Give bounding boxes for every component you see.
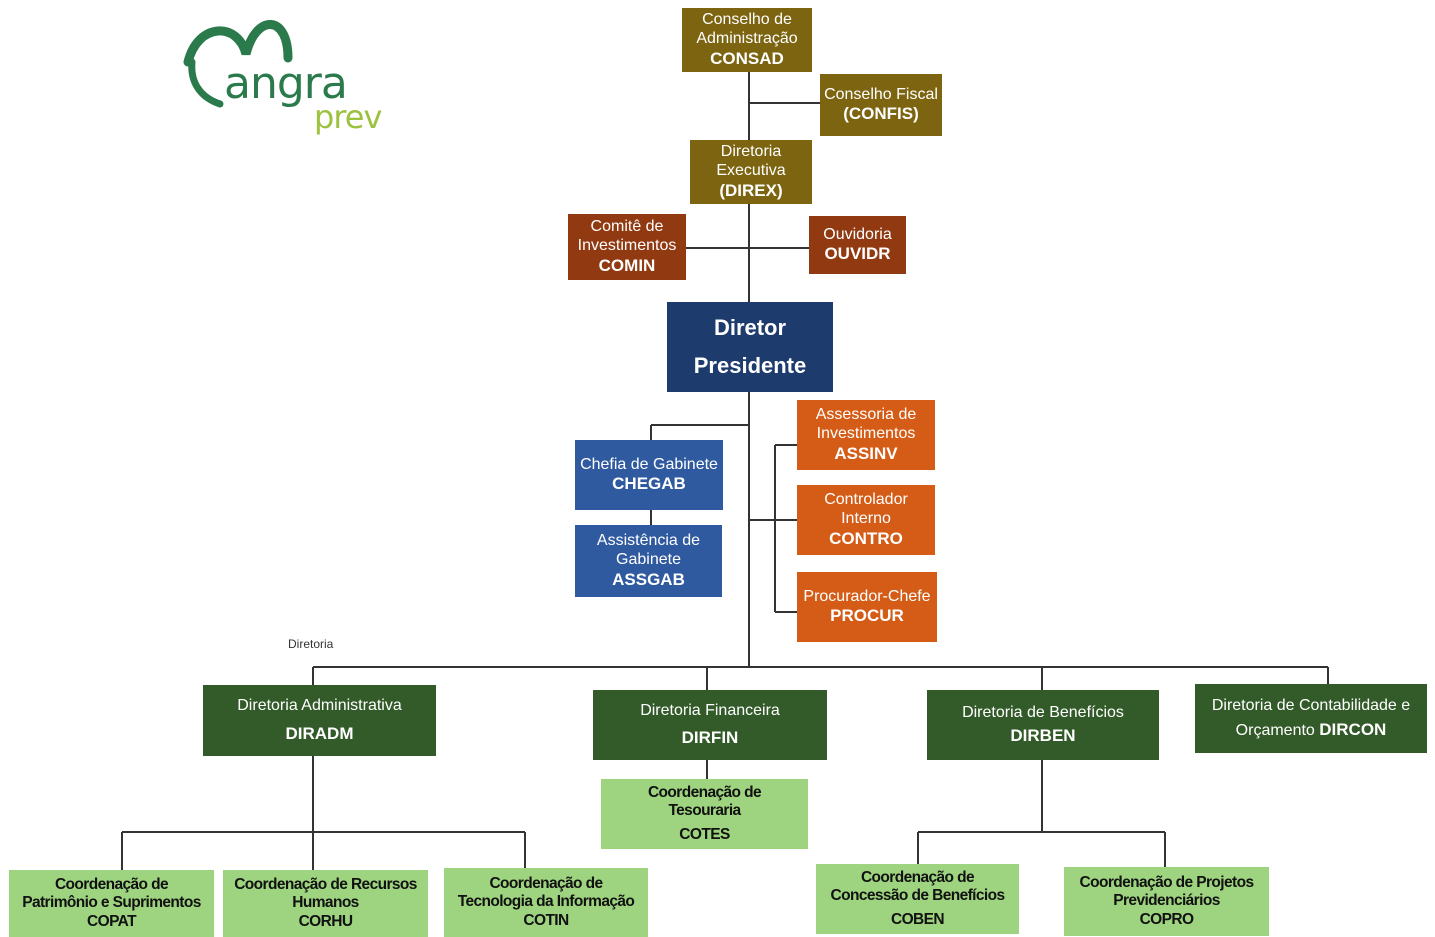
box-assinv-line1: Assessoria de xyxy=(815,406,917,424)
logo-arc xyxy=(183,20,293,67)
box-direx: Diretoria Executiva (DIREX) xyxy=(690,140,812,204)
box-diradm-line1: Diretoria Administrativa xyxy=(237,697,402,715)
box-coben-code: COBEN xyxy=(891,911,945,929)
box-confis-code: (CONFIS) xyxy=(843,104,919,124)
box-contro-line1: Controlador xyxy=(824,491,908,509)
box-diretor-presidente: Diretor Presidente xyxy=(667,302,833,392)
box-corhu: Coordenação de Recursos Humanos CORHU xyxy=(223,870,428,937)
box-dirben: Diretoria de Benefícios DIRBEN xyxy=(927,690,1159,760)
box-cotes-line1: Coordenação de xyxy=(647,783,762,801)
box-comin: Comitê de Investimentos COMIN xyxy=(568,214,686,280)
box-assgab-line2: Gabinete xyxy=(616,550,681,568)
box-copat-line1: Coordenação de xyxy=(54,876,169,894)
box-cotin: Coordenação de Tecnologia da Informação … xyxy=(444,868,648,937)
box-diradm: Diretoria Administrativa DIRADM xyxy=(203,685,436,756)
box-consad-line2: Administração xyxy=(696,29,798,47)
section-label-diretoria: Diretoria xyxy=(288,637,334,651)
box-copro-line1: Coordenação de Projetos xyxy=(1079,874,1255,892)
box-ouvidr-code: OUVIDR xyxy=(824,244,891,264)
box-procur: Procurador-Chefe PROCUR xyxy=(797,572,937,642)
box-copro: Coordenação de Projetos Previdenciários … xyxy=(1064,867,1269,936)
box-diradm-code: DIRADM xyxy=(285,723,354,743)
box-copat-line2: Patrimônio e Suprimentos xyxy=(22,894,201,912)
box-consad-code: CONSAD xyxy=(710,48,784,68)
box-dirfin-line1: Diretoria Financeira xyxy=(640,701,780,719)
box-contro-line2: Interno xyxy=(841,509,891,527)
box-assgab-code: ASSGAB xyxy=(612,569,685,589)
box-procur-code: PROCUR xyxy=(830,606,904,626)
box-presidente-line1: Diretor xyxy=(713,314,787,340)
box-copat: Coordenação de Patrimônio e Suprimentos … xyxy=(9,870,214,937)
box-coben: Coordenação de Concessão de Benefícios C… xyxy=(816,864,1019,934)
box-chegab: Chefia de Gabinete CHEGAB xyxy=(575,440,723,510)
box-dircon-line2-row: Orçamento DIRCON xyxy=(1236,720,1387,741)
box-presidente-line2: Presidente xyxy=(693,353,807,378)
box-cotes: Coordenação de Tesouraria COTES xyxy=(601,779,808,849)
logo-arc-left xyxy=(188,58,224,108)
box-confis-line1: Conselho Fiscal xyxy=(824,85,938,103)
box-dircon-code: DIRCON xyxy=(1319,719,1387,739)
box-comin-line1: Comitê de xyxy=(590,218,664,236)
box-consad: Conselho de Administração CONSAD xyxy=(682,8,812,72)
box-corhu-line2: Humanos xyxy=(292,894,359,912)
box-assinv: Assessoria de Investimentos ASSINV xyxy=(797,400,935,470)
box-assgab: Assistência de Gabinete ASSGAB xyxy=(575,525,722,597)
box-dirfin-code: DIRFIN xyxy=(681,728,739,748)
box-chegab-line1: Chefia de Gabinete xyxy=(580,455,718,473)
box-chegab-code: CHEGAB xyxy=(612,474,686,494)
box-procur-line1: Procurador-Chefe xyxy=(803,587,931,605)
box-consad-line1: Conselho de xyxy=(702,11,792,29)
logo-word-prev: prev xyxy=(314,98,382,136)
box-copat-code: COPAT xyxy=(87,912,137,930)
box-dirfin: Diretoria Financeira DIRFIN xyxy=(593,690,827,760)
box-dirben-code: DIRBEN xyxy=(1010,726,1076,746)
box-ouvidr: Ouvidoria OUVIDR xyxy=(809,216,906,274)
box-corhu-line1: Coordenação de Recursos xyxy=(234,876,417,894)
box-confis: Conselho Fiscal (CONFIS) xyxy=(820,74,942,136)
box-contro: Controlador Interno CONTRO xyxy=(797,485,935,555)
box-direx-code: (DIREX) xyxy=(719,180,783,200)
box-corhu-code: CORHU xyxy=(298,912,353,930)
box-dircon-line1: Diretoria de Contabilidade e xyxy=(1211,696,1411,714)
box-cotes-line2: Tesouraria xyxy=(668,801,741,819)
box-contro-code: CONTRO xyxy=(829,528,903,548)
box-assinv-code: ASSINV xyxy=(834,443,898,463)
box-coben-line1: Coordenação de xyxy=(860,868,975,886)
box-cotin-code: COTIN xyxy=(523,911,569,929)
box-assinv-line2: Investimentos xyxy=(816,424,916,442)
box-assgab-line1: Assistência de xyxy=(596,532,701,550)
box-comin-code: COMIN xyxy=(598,255,656,275)
box-copro-code: COPRO xyxy=(1139,910,1194,928)
logo-word-angra: angra xyxy=(224,58,348,109)
angraprev-logo xyxy=(183,20,293,108)
box-ouvidr-line1: Ouvidoria xyxy=(823,225,892,243)
box-coben-line2: Concessão de Benefícios xyxy=(830,886,1006,904)
box-direx-line2: Executiva xyxy=(716,161,786,179)
box-dircon-line2: Orçamento xyxy=(1235,721,1315,739)
box-copro-line2: Previdenciários xyxy=(1113,892,1220,910)
box-dirben-line1: Diretoria de Benefícios xyxy=(962,703,1124,721)
box-dircon: Diretoria de Contabilidade e Orçamento D… xyxy=(1195,684,1427,753)
box-cotin-line2: Tecnologia da Informação xyxy=(457,893,635,911)
box-cotin-line1: Coordenação de xyxy=(489,875,603,893)
box-comin-line2: Investimentos xyxy=(577,236,677,254)
box-direx-line1: Diretoria xyxy=(720,143,782,161)
box-cotes-code: COTES xyxy=(679,826,730,844)
